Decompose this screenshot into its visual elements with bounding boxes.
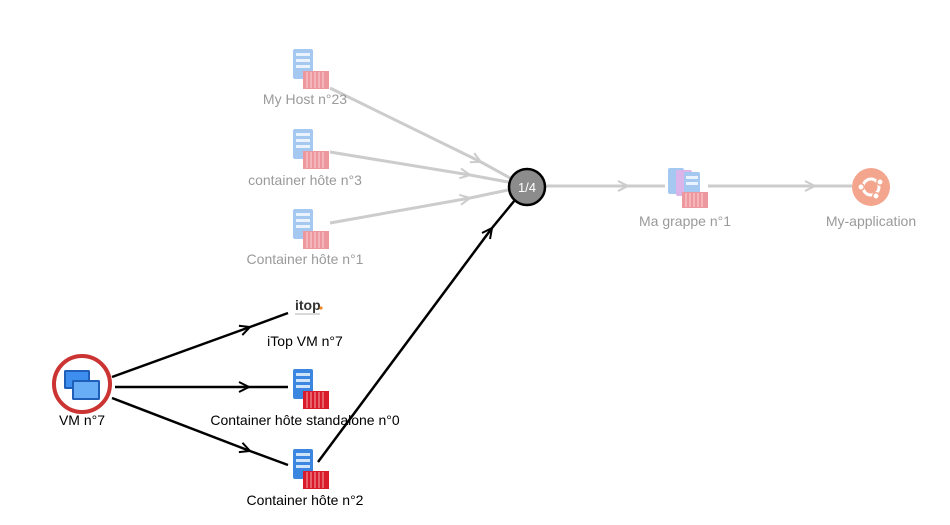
node-container-standalone-0[interactable] — [292, 368, 330, 410]
node-label-container-hote-3: container hôte n°3 — [248, 172, 362, 188]
node-label-itop-vm-7: iTop VM n°7 — [267, 333, 343, 349]
edges-dimmed — [329, 86, 852, 225]
node-container-hote-3[interactable] — [292, 128, 330, 170]
server-container-icon — [292, 208, 330, 250]
edge-container1-to-group-tail — [469, 188, 509, 200]
group-count-icon — [507, 167, 547, 207]
edge-container3-to-group-tail — [469, 173, 509, 184]
node-my-application[interactable] — [852, 168, 890, 206]
itop-logo-icon: itop — [295, 297, 323, 315]
server-container-icon — [292, 48, 330, 90]
edge-container2-to-group — [316, 226, 494, 463]
edge-vm7-to-itop-tail — [249, 311, 289, 329]
edge-container1-to-group — [329, 193, 473, 225]
edges-active — [111, 199, 516, 467]
node-label-my-host-23: My Host n°23 — [263, 91, 347, 107]
node-label-my-application: My-application — [826, 213, 916, 229]
node-container-hote-1[interactable] — [292, 208, 330, 250]
node-my-host-23[interactable] — [292, 48, 330, 90]
server-container-icon — [292, 368, 330, 410]
node-itop-vm-7[interactable]: itop — [295, 297, 323, 315]
virtual-machine-icon — [64, 370, 100, 400]
svg-text:itop: itop — [295, 297, 321, 313]
cluster-icon — [667, 167, 709, 209]
node-label-ma-grappe-1: Ma grappe n°1 — [639, 213, 731, 229]
ubuntu-icon — [852, 168, 890, 206]
edge-host23-to-group — [329, 86, 484, 164]
group-count-label: 1/4 — [518, 180, 536, 195]
node-label-vm-7: VM n°7 — [59, 412, 105, 428]
edge-vm7-to-container2 — [111, 396, 253, 454]
node-label-container-standalone-0: Container hôte standalone n°0 — [210, 412, 400, 428]
edge-host23-to-group-tail — [480, 160, 511, 180]
edge-container2-to-group-tail — [491, 199, 516, 229]
server-container-icon — [292, 128, 330, 170]
edge-container3-to-group — [329, 150, 473, 180]
node-label-container-hote-1: Container hôte n°1 — [247, 251, 364, 267]
edge-vm7-to-itop — [111, 324, 253, 379]
edge-vm7-to-container2-tail — [249, 449, 289, 467]
node-vm-7[interactable] — [52, 354, 112, 414]
node-label-container-hote-2: Container hôte n°2 — [247, 492, 364, 508]
node-group[interactable]: 1/4 — [507, 167, 547, 207]
node-ma-grappe-1[interactable] — [667, 167, 709, 209]
